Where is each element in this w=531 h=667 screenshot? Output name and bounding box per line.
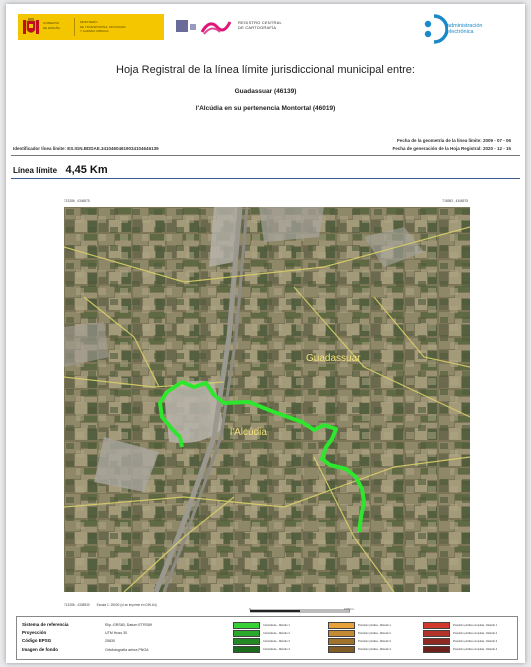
key-projection: Proyección: [22, 630, 47, 636]
legend-swatch: [423, 637, 450, 645]
legend-item: Precisión jurídica - Método 2: [328, 629, 423, 637]
legend-swatch: [423, 621, 450, 629]
legend-row: Coincidente - Método 1 Precisión jurídic…: [233, 621, 518, 629]
boundary-identifier: Identificador línea límite: ES.IGN.BDDAE…: [13, 146, 159, 151]
legend-item-label: Precisión jurídica completa - Método 4: [453, 648, 498, 652]
boundary-line-west: [158, 390, 184, 448]
map-footer: 713286 , 4338930 Escala 1: 25000 (si se …: [64, 603, 157, 607]
legend-keys: Sistema de referencia Proyección Código …: [22, 621, 69, 654]
municipality-1: Guadassuar (46139): [234, 88, 297, 95]
legend-item-label: Precisión jurídica completa - Método 2: [453, 631, 498, 635]
legend-swatch: [328, 646, 355, 654]
legend-item: Precisión jurídica completa - Método 1: [423, 621, 518, 629]
cartography-logo-icon: [176, 20, 232, 35]
legend-item-label: Precisión jurídica - Método 3: [358, 639, 391, 643]
legend-item-label: Coincidente - Método 1: [263, 623, 290, 627]
value-epsg: 25830: [105, 639, 115, 644]
scalebar-start: 0: [249, 607, 251, 611]
boundary-length: Línea límite 4,45 Km: [13, 160, 108, 178]
value-projection: UTM Huso 30: [105, 631, 128, 636]
legend-item-label: Precisión jurídica - Método 2: [358, 631, 391, 635]
legend-item-label: Precisión jurídica - Método 1: [358, 623, 391, 627]
generation-date: Fecha de generación de la Hoja Registral…: [392, 146, 511, 151]
value-background: Ortofotografía aérea PNOA: [105, 647, 149, 652]
key-reference-system: Sistema de referencia: [22, 622, 69, 627]
e-administration-text: administración electrónica: [447, 23, 482, 35]
admin-line-1: administración: [447, 23, 483, 29]
legend-item: Precisión jurídica completa - Método 2: [423, 629, 518, 637]
gov-line-1: GOBIERNO: [43, 21, 60, 25]
legend-item: Precisión jurídica - Método 3: [328, 637, 423, 645]
legend-item-label: Precisión jurídica completa - Método 3: [453, 639, 498, 643]
legend-values: Elip.:GRS80, Datum ETRS89 UTM Huso 30 25…: [105, 621, 152, 654]
legend-row: Coincidente - Método 2 Precisión jurídic…: [233, 629, 518, 637]
ministry-line-3: Y AGENDA URBANA: [80, 29, 109, 33]
dates-block: Fecha de la geometría de la línea límite…: [392, 137, 511, 153]
boundary-line: [165, 380, 366, 533]
legend-row: Coincidente - Método 3 Precisión jurídic…: [233, 637, 518, 645]
coord-top-left: 713286 , 4346575: [64, 199, 90, 203]
ministry-line-2: DE TRANSPORTES, MOVILIDAD: [80, 25, 126, 29]
legend-swatch: [423, 646, 450, 654]
registry-sheet: GOBIERNO DE ESPAÑA MINISTERIO DE TRANSPO…: [6, 4, 525, 663]
divider-line-top: [11, 155, 520, 156]
legend-item: Coincidente - Método 4: [233, 646, 328, 654]
orthophoto-map: Guadassuar l'Alcúdia: [64, 207, 470, 592]
legend-item: Coincidente - Método 2: [233, 629, 328, 637]
registry-line-2: DE CARTOGRAFÍA: [238, 25, 277, 30]
legend-item: Precisión jurídica - Método 1: [328, 621, 423, 629]
label-alcudia: l'Alcúdia: [230, 427, 267, 438]
legend-item: Precisión jurídica completa - Método 4: [423, 646, 518, 654]
length-value: 4,45 Km: [65, 164, 108, 176]
value-reference-system: Elip.:GRS80, Datum ETRS89: [105, 623, 152, 627]
divider-line-blue: [11, 178, 520, 179]
legend-item: Precisión jurídica completa - Método 3: [423, 637, 518, 645]
gov-line-2: DE ESPAÑA: [43, 26, 60, 30]
key-epsg: Código EPSG: [22, 638, 52, 644]
geometry-date: Fecha de la geometría de la línea límite…: [396, 138, 511, 143]
legend-swatch: [233, 621, 260, 629]
sheet-title: Hoja Registral de la línea límite jurisd…: [116, 64, 415, 76]
scalebar-end: 1000 m: [344, 607, 355, 611]
registry-line-1: REGISTRO CENTRAL: [238, 20, 282, 25]
map-legend: Sistema de referencia Proyección Código …: [16, 616, 518, 660]
ministry-line-1: MINISTERIO: [80, 20, 98, 24]
legend-swatch: [328, 621, 355, 629]
legend-swatch: [233, 629, 260, 637]
legend-item-label: Precisión jurídica completa - Método 1: [453, 623, 498, 627]
legend-swatch: [233, 637, 260, 645]
logo-divider: [74, 18, 75, 36]
legend-item: Coincidente - Método 3: [233, 637, 328, 645]
label-guadassuar: Guadassuar: [306, 353, 361, 364]
legend-row: Coincidente - Método 4 Precisión jurídic…: [233, 646, 518, 654]
legend-swatch: [233, 646, 260, 654]
key-background: Imagen de fondo: [22, 646, 58, 652]
scale-text: Escala 1: 25000 (si se imprime en DIN A4…: [96, 603, 157, 607]
legend-item-label: Coincidente - Método 3: [263, 639, 290, 643]
legend-item-label: Coincidente - Método 2: [263, 631, 290, 635]
registry-logo-text: REGISTRO CENTRAL DE CARTOGRAFÍA: [238, 20, 282, 30]
legend-item: Precisión jurídica - Método 4: [328, 646, 423, 654]
admin-line-2: electrónica: [447, 29, 474, 35]
municipality-2: l'Alcúdia en su pertenencia Montortal (4…: [195, 105, 336, 112]
legend-item: Coincidente - Método 1: [233, 621, 328, 629]
legend-swatch-grid: Coincidente - Método 1 Precisión jurídic…: [233, 621, 518, 654]
legend-item-label: Coincidente - Método 4: [263, 648, 290, 652]
coord-bottom-left: 713286 , 4338930: [64, 603, 90, 607]
length-label: Línea límite: [13, 166, 58, 175]
e-administration-logo-icon: [424, 14, 448, 44]
government-logo-band: GOBIERNO DE ESPAÑA MINISTERIO DE TRANSPO…: [18, 14, 164, 40]
coat-of-arms-icon: [23, 18, 39, 34]
legend-item-label: Precisión jurídica - Método 4: [358, 648, 391, 652]
legend-swatch: [328, 629, 355, 637]
coord-top-right: 718983 , 4346575: [442, 199, 468, 203]
legend-swatch: [423, 629, 450, 637]
legend-swatch: [328, 637, 355, 645]
roads-layer: [64, 226, 470, 592]
